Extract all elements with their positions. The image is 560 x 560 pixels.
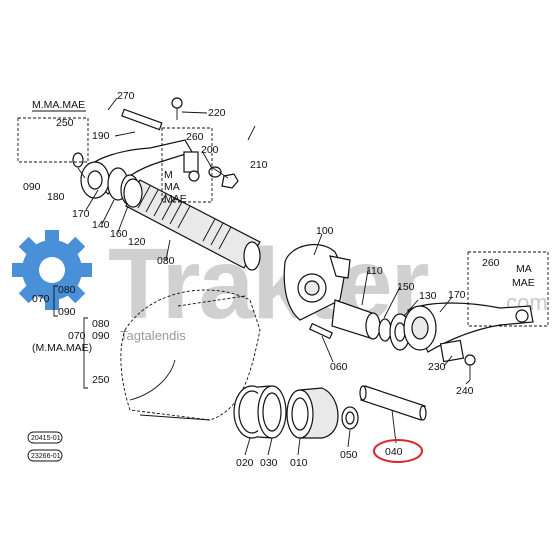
variant-label-top-left: M.MA.MAE [32, 99, 85, 111]
part-label: 110 [366, 265, 383, 277]
lift-arm-170 [403, 302, 534, 353]
variant-label-center-3: MAE [164, 193, 187, 205]
nut-200-210 [208, 166, 239, 189]
part-label: 090 [58, 306, 76, 318]
part-label: 230 [428, 361, 446, 373]
bracket-230-240 [439, 339, 476, 380]
variant-label-bottom-left: (M.MA.MAE) [32, 342, 92, 354]
part-label: 260 [186, 131, 204, 143]
part-label: 130 [419, 290, 437, 302]
part-label: 240 [456, 385, 474, 397]
bracket-070-080-090 [53, 285, 58, 317]
part-label: 050 [340, 449, 358, 461]
variant-label-right-2: MAE [512, 277, 535, 289]
part-label: 190 [92, 130, 110, 142]
leader-lines [77, 97, 471, 456]
bushing-030 [257, 385, 287, 439]
part-label: 060 [330, 361, 348, 373]
variant-label-center-2: MA [164, 181, 180, 193]
part-label: 080 [58, 284, 76, 296]
part-label: 270 [117, 90, 135, 102]
highlight-ring-040 [373, 439, 423, 463]
part-label: 080 [157, 255, 175, 267]
part-label: 210 [250, 159, 268, 171]
bracket-bottom-left [83, 317, 88, 389]
part-label: 150 [397, 281, 415, 293]
pin-220 [121, 97, 183, 131]
part-label: 080 [92, 318, 110, 330]
part-label: 070 [32, 293, 50, 305]
serial-badges: 20415-01 23266-01 [27, 431, 63, 462]
part-label: 160 [110, 228, 128, 240]
part-label: 020 [236, 457, 254, 469]
housing [120, 289, 261, 421]
rings-110-150-130 [331, 299, 411, 351]
variant-box-top-left [17, 117, 89, 163]
gear-icon [12, 230, 92, 310]
part-label: 200 [201, 144, 219, 156]
part-label: 250 [92, 374, 110, 386]
serial-code: 20415-01 [31, 435, 61, 442]
ring-050 [341, 406, 359, 430]
part-label: 120 [128, 236, 146, 248]
part-label: 090 [23, 181, 41, 193]
part-label: 170 [72, 208, 90, 220]
shaft-080 [123, 178, 261, 271]
pin-060 [308, 322, 334, 340]
part-label-highlighted: 040 [385, 446, 403, 458]
part-label: 140 [92, 219, 110, 231]
watermark-tagline: Tagtalendis [120, 328, 186, 343]
part-labels: 270 250 220 190 260 200 210 090 180 170 … [23, 90, 500, 469]
housing-100 [283, 243, 351, 321]
part-label: 100 [316, 225, 334, 237]
bracket-260-top [183, 151, 200, 182]
serial-code: 23266-01 [31, 453, 61, 460]
variant-label-right-1: MA [516, 263, 532, 275]
variant-box-right [467, 251, 549, 327]
part-label: 250 [56, 117, 74, 129]
variant-box-center [161, 127, 213, 203]
part-label: 030 [260, 457, 278, 469]
variant-label-center-1: M [164, 169, 173, 181]
part-label: 260 [482, 257, 500, 269]
part-label: 090 [92, 330, 110, 342]
bushing-010 [286, 387, 339, 439]
pin-040 [359, 385, 427, 421]
part-label: 220 [208, 107, 226, 119]
part-label: 070 [68, 330, 86, 342]
part-label: 180 [47, 191, 65, 203]
part-label: 010 [290, 457, 308, 469]
part-label: 170 [448, 289, 466, 301]
